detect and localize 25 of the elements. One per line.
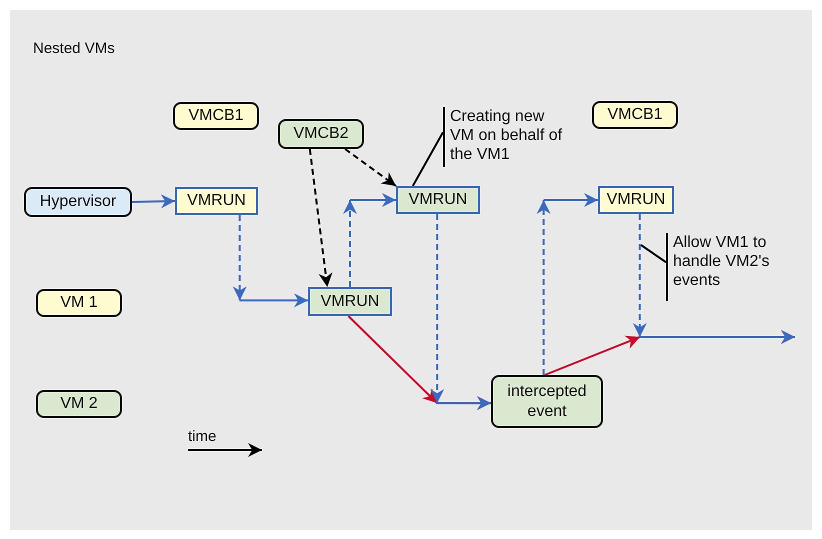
annotation-note: Creating new VM on behalf of the VM1: [443, 107, 567, 167]
vmrun-box: VMRUN: [175, 187, 258, 215]
arrow: [343, 193, 396, 287]
arrow: [308, 148, 332, 288]
annotation-note: Allow VM1 to handle VM2's events: [666, 233, 796, 301]
event-box: intercepted event: [491, 375, 603, 428]
vmcb-box: VMCB1: [592, 101, 678, 129]
arrow: [232, 215, 308, 308]
vmrun-box: VMRUN: [308, 287, 392, 316]
hypervisor-box: Hypervisor: [24, 187, 132, 217]
diagram-title: Nested VMs: [33, 40, 115, 57]
leader-line: [412, 132, 444, 186]
vmcb-box: VMCB1: [173, 102, 259, 130]
vm-lane-box: VM 1: [36, 289, 122, 317]
arrow: [536, 193, 598, 375]
vmrun-box: VMRUN: [396, 186, 480, 214]
axis-label: time: [188, 428, 216, 445]
arrow: [132, 194, 176, 208]
vmrun-box: VMRUN: [598, 186, 674, 214]
arrow: [633, 214, 795, 344]
vmcb-box: VMCB2: [278, 119, 364, 149]
vm-lane-box: VM 2: [36, 390, 122, 418]
arrow: [344, 148, 397, 187]
leader-line: [640, 244, 667, 264]
arrow: [430, 214, 491, 410]
